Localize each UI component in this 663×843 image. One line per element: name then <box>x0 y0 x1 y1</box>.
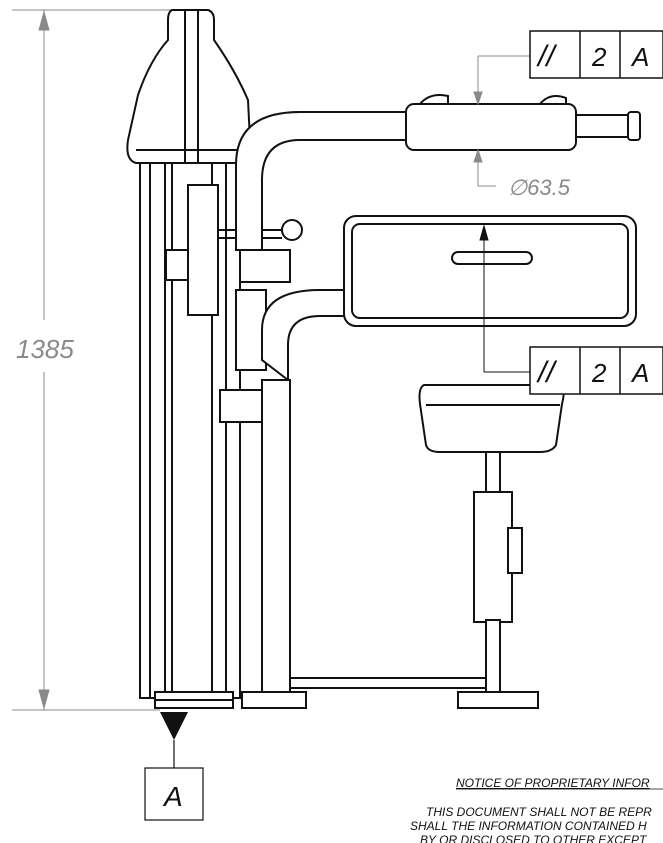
datum-label: A <box>162 781 183 812</box>
height-dimension-label: 1385 <box>16 334 74 364</box>
lower-arm <box>261 215 637 383</box>
backpad-leader <box>479 224 530 373</box>
notice-line-3: BY OR DISCLOSED TO OTHER EXCEPT <box>420 833 648 843</box>
machine-frame <box>126 9 252 709</box>
feature-control-frame: // 2 A <box>529 30 663 79</box>
parallelism-symbol: // <box>536 40 557 73</box>
diameter-leader <box>473 55 530 187</box>
proprietary-notice: NOTICE OF PROPRIETARY INFOR THIS DOCUMEN… <box>410 776 663 843</box>
datum-symbol <box>144 712 204 821</box>
datum-reference: A <box>630 42 649 72</box>
tube-diameter-label: ∅63.5 <box>508 175 571 200</box>
tolerance-value: 2 <box>591 358 607 388</box>
notice-heading: NOTICE OF PROPRIETARY INFOR <box>456 776 650 790</box>
seat-assembly <box>418 384 565 709</box>
height-dimension <box>12 9 175 711</box>
notice-line-1: THIS DOCUMENT SHALL NOT BE REPR <box>426 805 652 819</box>
upper-arm <box>235 94 641 251</box>
tolerance-value: 2 <box>591 42 607 72</box>
base-frame <box>241 379 486 709</box>
feature-control-frame: // 2 A <box>529 346 663 395</box>
datum-reference: A <box>630 358 649 388</box>
notice-line-2: SHALL THE INFORMATION CONTAINED H <box>410 819 647 833</box>
parallelism-symbol: // <box>536 356 557 389</box>
